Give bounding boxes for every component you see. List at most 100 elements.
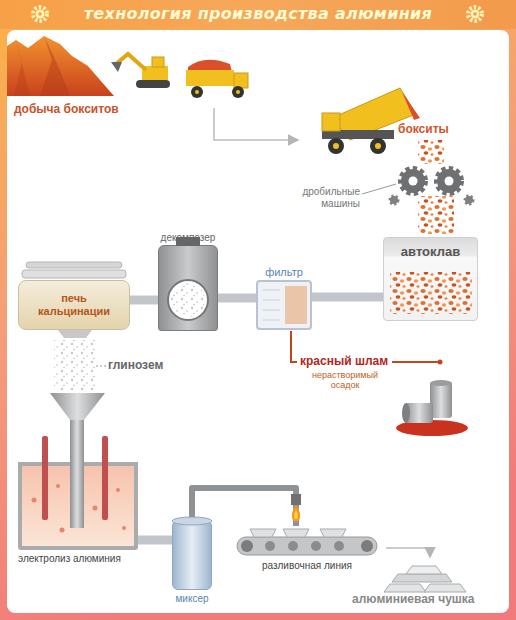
node-label: электролиз алюминия bbox=[18, 553, 121, 565]
barrel-top bbox=[402, 403, 410, 423]
mixer-cap bbox=[172, 517, 212, 525]
gear-icon bbox=[36, 10, 45, 19]
mountain-shadow bbox=[14, 40, 30, 96]
conveyor-roller bbox=[311, 541, 321, 551]
barrel bbox=[430, 382, 452, 418]
furnace-ring bbox=[26, 262, 122, 268]
pipe-connector bbox=[130, 296, 158, 305]
sludge-bracket bbox=[438, 360, 443, 365]
autoclave-box: автоклав bbox=[383, 237, 478, 321]
filter-box: фильтр bbox=[256, 280, 312, 330]
furnace-outlet bbox=[58, 330, 92, 338]
conveyor-roller bbox=[361, 540, 373, 552]
electrode bbox=[42, 436, 48, 520]
conveyor-roller bbox=[241, 540, 253, 552]
feed-tube bbox=[70, 420, 84, 528]
stage-label: добыча бокситов bbox=[14, 103, 154, 117]
header-band bbox=[0, 0, 516, 29]
furnace-ring bbox=[22, 270, 126, 278]
electrolysis-cell: электролиз алюминия bbox=[18, 462, 138, 550]
pipe-connector bbox=[192, 488, 296, 526]
tipper-hub bbox=[375, 143, 381, 149]
crusher-gear bbox=[465, 196, 473, 204]
waste-note: нерастворимый осадок bbox=[306, 370, 384, 391]
autoclave-bauxite bbox=[390, 272, 472, 314]
node-label: автоклав bbox=[384, 245, 477, 260]
crusher-gear-hub bbox=[409, 177, 418, 186]
funnel bbox=[50, 393, 105, 420]
tipper-hub bbox=[333, 143, 339, 149]
gear-icon bbox=[471, 10, 480, 19]
barrel-top bbox=[430, 380, 452, 386]
truck-cab bbox=[234, 73, 248, 88]
mountain-shadow bbox=[40, 36, 70, 96]
node-label: фильтр bbox=[228, 266, 340, 279]
crusher-gear bbox=[390, 196, 398, 204]
gear-icon bbox=[33, 7, 47, 21]
conveyor-belt bbox=[237, 537, 377, 555]
tipper-wheel bbox=[328, 138, 344, 154]
leader-line bbox=[96, 366, 106, 367]
mountain bbox=[7, 36, 114, 96]
node-label: печь кальцинации bbox=[19, 292, 129, 317]
truck-wheel bbox=[191, 86, 203, 98]
truck-hub bbox=[195, 90, 199, 94]
flow-arrow bbox=[214, 108, 298, 140]
ingot-mold bbox=[283, 529, 309, 537]
conveyor-roller bbox=[265, 541, 275, 551]
casting-line: разливочная линия bbox=[237, 526, 377, 556]
waste-label: красный шлам bbox=[300, 355, 400, 369]
filter-mesh bbox=[263, 300, 280, 301]
sludge-bracket bbox=[392, 361, 440, 363]
molten-metal bbox=[294, 510, 298, 519]
crusher-gear bbox=[401, 169, 425, 193]
pour-nozzle bbox=[291, 494, 301, 505]
molten-metal bbox=[292, 505, 300, 522]
electrode bbox=[102, 436, 108, 520]
bubble bbox=[122, 526, 126, 530]
conveyor-roller bbox=[288, 541, 298, 551]
falling-bauxite bbox=[418, 196, 454, 234]
truck-bed bbox=[186, 70, 234, 86]
ingot bbox=[384, 584, 426, 592]
pipe-connector bbox=[218, 294, 256, 303]
conveyor-roller bbox=[334, 541, 344, 551]
pipe-connector bbox=[138, 536, 172, 545]
flow-arrow bbox=[386, 548, 430, 557]
bubble bbox=[116, 488, 120, 492]
truck-wheel bbox=[232, 86, 244, 98]
bubble bbox=[60, 528, 65, 533]
filter-mesh bbox=[263, 290, 280, 291]
truck-hub bbox=[236, 90, 240, 94]
falling-bauxite bbox=[418, 140, 444, 164]
crusher-gear bbox=[437, 169, 461, 193]
ingot bbox=[424, 584, 466, 592]
diagram-title: технология производства алюминия bbox=[0, 4, 516, 23]
filter-mesh bbox=[263, 310, 280, 311]
tipper-chassis bbox=[322, 130, 394, 139]
gear-icon bbox=[473, 12, 477, 16]
decomposer-box: декомпозер bbox=[158, 245, 218, 331]
excavator-cab bbox=[152, 57, 164, 67]
ingot bbox=[392, 574, 452, 582]
excavator-bucket bbox=[111, 62, 122, 72]
truck-load bbox=[188, 60, 232, 72]
content-panel bbox=[7, 30, 509, 613]
filter-residue bbox=[285, 286, 307, 324]
excavator-track bbox=[136, 80, 170, 88]
bubble bbox=[32, 498, 37, 503]
barrel bbox=[405, 403, 433, 423]
material-label: глинозем bbox=[108, 359, 198, 373]
furnace-box: печь кальцинации bbox=[18, 280, 130, 330]
ingot-mold bbox=[250, 529, 276, 537]
mixer-tank: миксер bbox=[172, 520, 212, 590]
bubble bbox=[56, 484, 60, 488]
node-label: декомпозер bbox=[129, 232, 247, 244]
decomposer-crystals bbox=[171, 283, 205, 317]
product-label: алюминиевая чушка bbox=[352, 593, 502, 607]
excavator-body bbox=[142, 66, 168, 80]
tipper-cab bbox=[322, 113, 340, 131]
bubble bbox=[93, 506, 98, 511]
leader-line bbox=[362, 184, 396, 194]
gear-icon bbox=[468, 7, 482, 21]
